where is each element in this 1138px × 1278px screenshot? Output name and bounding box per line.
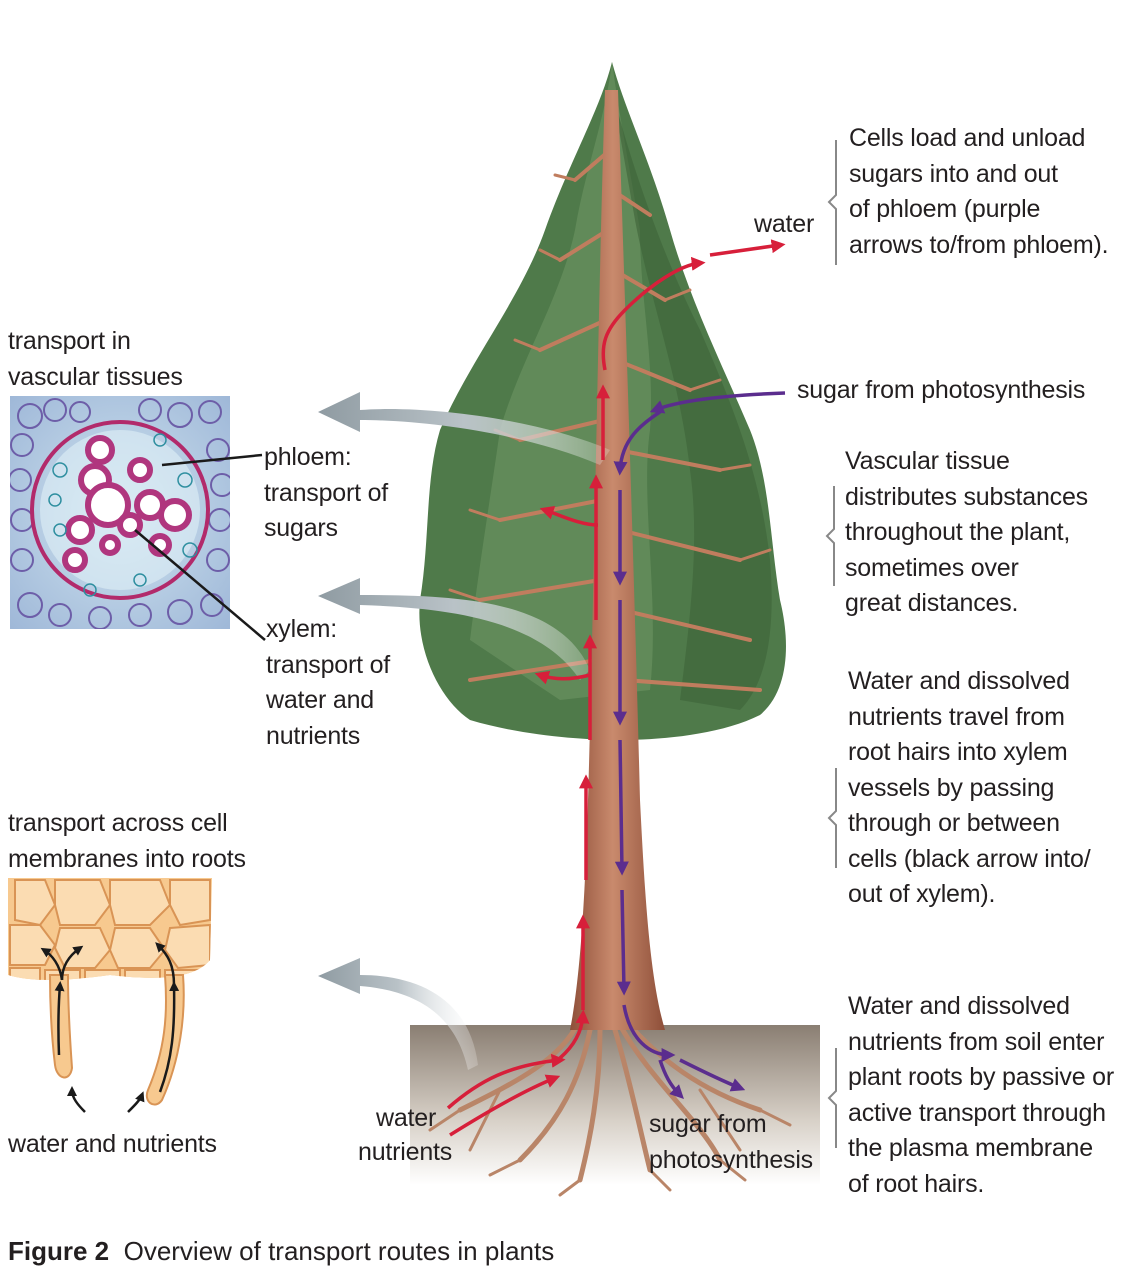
figure-title: Overview of transport routes in plants <box>123 1236 555 1266</box>
xylem-label: xylem: transport of water and nutrients <box>266 615 391 750</box>
roots <box>428 1017 792 1197</box>
note-bracket-top <box>827 140 837 265</box>
root-cells-drawing <box>8 878 212 1113</box>
figure-number: Figure 2 <box>8 1236 110 1266</box>
vascular-tissues-heading: transport in vascular tissues <box>8 327 183 391</box>
phloem-label: phloem: transport of sugars <box>264 443 389 542</box>
membranes-heading: transport across cell membranes into roo… <box>8 809 246 873</box>
sugar-photosynthesis-top-label: sugar from photosynthesis <box>797 376 1086 404</box>
grey-pointer-arrows <box>318 392 610 1070</box>
note-bracket-vascular <box>825 486 835 586</box>
note-vascular: Vascular tissue distributes substances t… <box>845 447 1088 617</box>
note-xylem-entry: Water and dissolved nutrients travel fro… <box>848 667 1091 908</box>
phloem-leader <box>161 453 263 467</box>
trunk <box>570 90 665 1030</box>
water-and-nutrients-label: water and nutrients <box>8 1130 217 1158</box>
note-bracket-roots <box>827 1048 837 1148</box>
xylem-arrows <box>446 239 786 1137</box>
water-bottom-label: water <box>376 1104 437 1132</box>
note-top: Cells load and unload sugars into and ou… <box>849 124 1109 259</box>
nutrients-bottom-label: nutrients <box>358 1138 453 1166</box>
phloem-arrows <box>613 391 786 1099</box>
branches <box>448 148 772 692</box>
figure-caption: Figure 2 Overview of transport routes in… <box>8 1236 554 1267</box>
sugar-photosynthesis-bottom-label: sugar from photosynthesis <box>649 1110 813 1174</box>
note-roots: Water and dissolved nutrients from soil … <box>848 992 1114 1198</box>
water-top-label: water <box>754 210 815 238</box>
note-bracket-xylem-entry <box>827 768 837 868</box>
vascular-tissue-micrograph <box>10 396 230 629</box>
xylem-leader <box>134 529 266 641</box>
